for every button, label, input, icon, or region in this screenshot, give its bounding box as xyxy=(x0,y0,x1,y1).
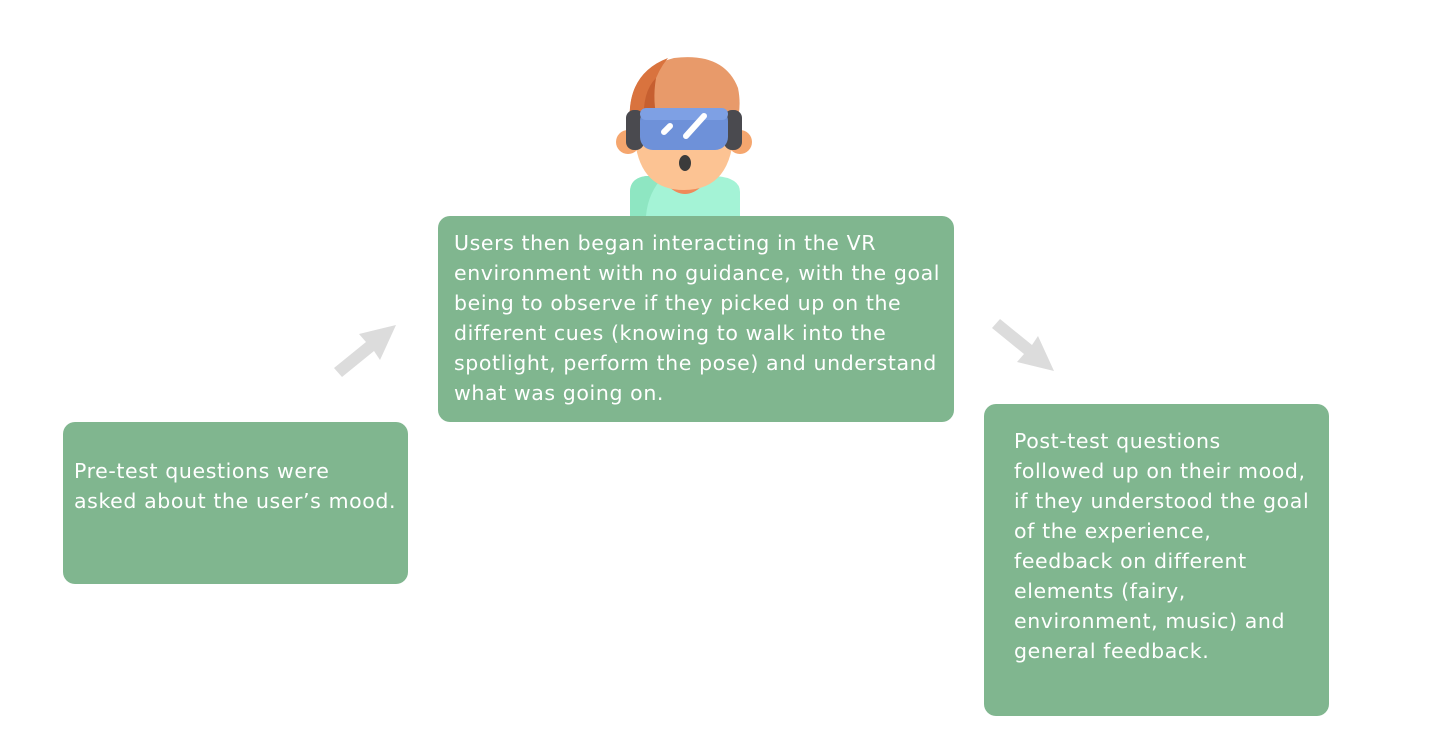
step-card-pre-test: Pre-test questions were asked about the … xyxy=(63,422,408,584)
step-text: Pre-test questions were asked about the … xyxy=(74,459,397,513)
step-text: Users then began interacting in the VR e… xyxy=(454,231,941,405)
vr-headset-user-icon xyxy=(616,57,752,216)
step-card-post-test: Post-test questions followed up on their… xyxy=(984,404,1329,716)
arrow-up-right-icon xyxy=(334,325,396,377)
step-card-vr-interaction: Users then began interacting in the VR e… xyxy=(438,216,954,422)
arrow-down-right-icon xyxy=(992,319,1054,371)
step-text: Post-test questions followed up on their… xyxy=(1014,429,1310,663)
